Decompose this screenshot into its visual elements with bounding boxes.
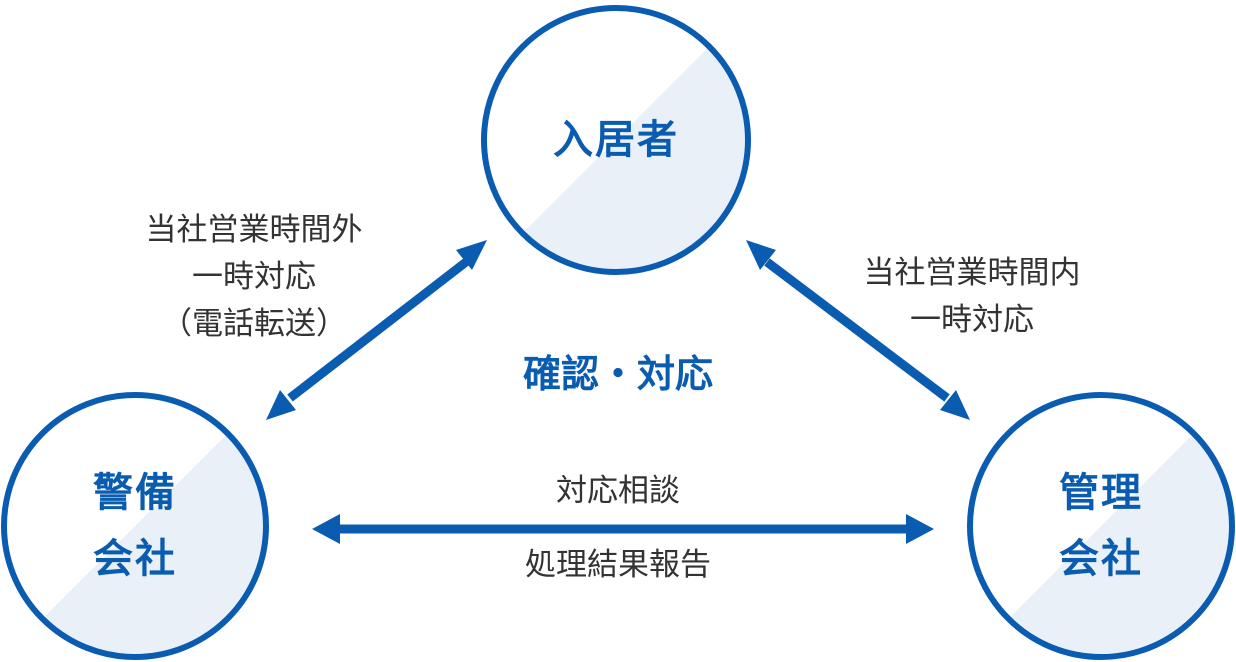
left-link-label: 当社営業時間外 一時対応 （電話転送）: [104, 207, 404, 348]
node-security-company: 警備 会社: [1, 392, 269, 660]
left-link-label-line3: （電話転送）: [161, 306, 347, 342]
arrow-left-head-top: [456, 240, 487, 270]
left-link-label-line2: 一時対応: [192, 259, 316, 295]
node-security-label-line2: 会社: [93, 536, 177, 582]
right-link-label-line2: 一時対応: [910, 302, 1034, 338]
arrow-right-head-top: [746, 240, 776, 270]
arrow-bottom-head-right: [906, 514, 934, 544]
node-management-label-line2: 会社: [1059, 536, 1143, 582]
bottom-link-top-label: 対応相談: [556, 473, 680, 509]
node-resident-label: 入居者: [553, 117, 679, 163]
node-security-label-line1: 警備: [93, 470, 177, 516]
right-link-label: 当社営業時間内 一時対応: [822, 250, 1122, 344]
arrow-bottom-head-left: [312, 514, 340, 544]
center-label: 確認・対応: [522, 352, 713, 396]
left-link-label-line1: 当社営業時間外: [145, 212, 363, 248]
arrow-left-shaft: [287, 258, 469, 402]
node-management-company: 管理 会社: [967, 392, 1235, 660]
bottom-link-bottom-label: 処理結果報告: [525, 547, 711, 583]
arrow-left-head-bottom: [266, 390, 296, 420]
arrow-right-head-bottom: [940, 390, 970, 420]
arrow-right-shaft: [764, 258, 950, 402]
right-link-label-line1: 当社営業時間内: [863, 255, 1081, 291]
node-management-label-line1: 管理: [1059, 470, 1143, 516]
node-resident: 入居者: [481, 5, 751, 275]
